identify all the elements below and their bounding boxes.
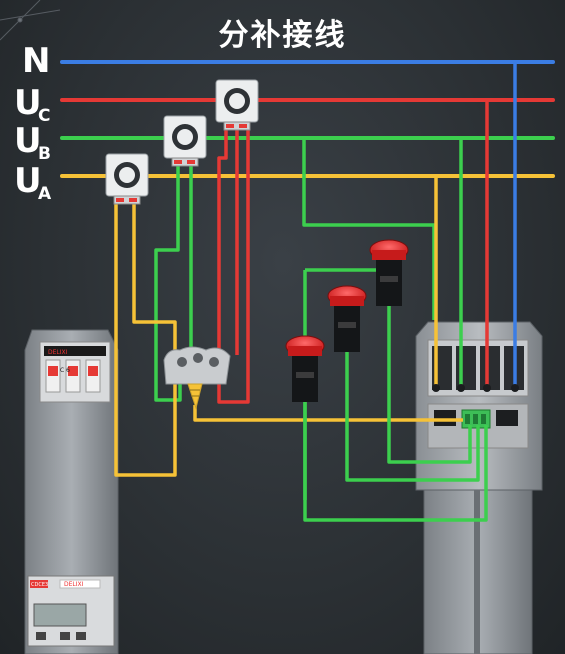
bus-label-n: N	[22, 41, 51, 81]
breaker-rating: C 6	[60, 367, 70, 374]
bus-label-uc: U	[14, 83, 42, 123]
breaker-cabinet: DELIXI C 6 CDCE3 DELIXI	[24, 329, 119, 654]
bus-label-ub: U	[14, 121, 42, 161]
junction-plate	[163, 346, 231, 410]
bus-label-ua-sub: A	[38, 184, 52, 204]
breaker-brand: DELIXI	[48, 349, 68, 356]
bus-lines	[60, 60, 555, 178]
bus-label-ua: U	[14, 161, 42, 201]
wires	[114, 62, 517, 522]
indicator-lamp-1	[285, 335, 325, 402]
capacitor-unit	[415, 321, 543, 654]
diagram-title: 分补接线	[218, 18, 347, 53]
current-transformer-b	[163, 115, 207, 167]
current-transformer-c	[215, 79, 259, 131]
meter-model: CDCE3	[31, 582, 48, 588]
bus-label-ub-sub: B	[38, 144, 51, 164]
current-transformer-a	[105, 153, 149, 205]
indicator-lamp-3	[369, 239, 409, 306]
unit-terminals	[432, 384, 519, 392]
rj45-port-right	[496, 410, 518, 426]
rj45-port-left	[434, 410, 456, 426]
corner-decoration	[0, 0, 61, 41]
bus-label-uc-sub: C	[38, 106, 51, 126]
indicator-lamp-2	[327, 285, 367, 352]
meter-brand: DELIXI	[64, 581, 84, 588]
